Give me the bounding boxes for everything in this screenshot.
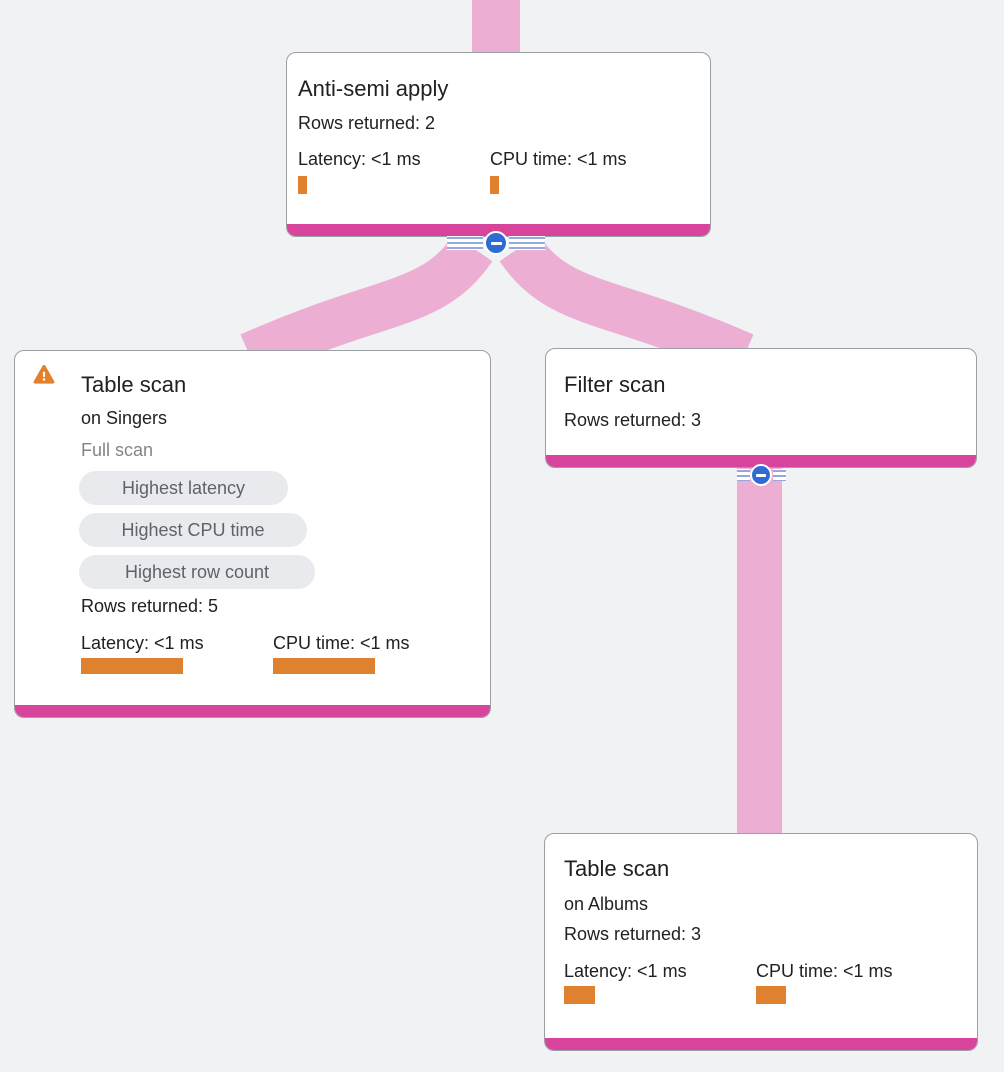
warning-icon [33,365,55,384]
cpu-time-bar [756,986,786,1004]
node-anti-semi-apply[interactable]: Anti-semi apply Rows returned: 2 Latency… [286,52,711,237]
node-accent-bar [546,455,976,467]
latency-label: Latency: <1 ms [81,633,204,653]
rows-returned: Rows returned: 5 [81,596,219,616]
rows-returned: Rows returned: 3 [564,924,702,944]
node-title: Table scan [81,372,187,397]
node-filter-scan[interactable]: Filter scan Rows returned: 3 [545,348,977,468]
node-subtitle: on Singers [81,408,168,428]
node-title: Table scan [564,856,670,881]
node-subtitle: on Albums [564,894,649,914]
metrics-row: Latency: <1 ms CPU time: <1 ms [564,960,961,1004]
badge-list: Highest latency Highest CPU time Highest… [79,471,474,589]
latency-bar [81,658,183,674]
edge-filter-to-table-scan-albums [737,462,782,836]
edge-apply-to-table-scan-singers [240,234,493,378]
edge-apply-to-filter-scan [499,234,754,378]
latency-label: Latency: <1 ms [564,961,687,981]
node-table-scan-albums[interactable]: Table scan on Albums Rows returned: 3 La… [544,833,978,1051]
rows-returned: Rows returned: 3 [564,410,702,430]
rows-returned: Rows returned: 2 [298,113,436,133]
metrics-row: Latency: <1 ms CPU time: <1 ms [298,148,694,194]
latency-bar [298,176,307,194]
badge-highest-latency: Highest latency [79,471,288,505]
edge-stripes-right [773,469,786,481]
metrics-row: Latency: <1 ms CPU time: <1 ms [81,632,474,674]
minus-icon [756,473,766,477]
edge-stripes-left [737,469,750,481]
edge-stripes-left [447,236,483,250]
scan-type-label: Full scan [81,440,154,460]
cpu-time-label: CPU time: <1 ms [273,633,410,653]
node-accent-bar [287,224,710,236]
collapse-circle[interactable] [484,231,508,255]
collapse-button-filter-scan[interactable] [737,464,786,486]
node-accent-bar [545,1038,977,1050]
node-accent-bar [15,705,490,717]
node-title: Filter scan [564,372,666,397]
node-table-scan-singers[interactable]: Table scan on Singers Full scan Highest … [14,350,491,718]
edge-stripes-right [509,236,545,250]
cpu-time-bar [490,176,499,194]
cpu-time-label: CPU time: <1 ms [490,149,627,169]
edge-incoming-top [472,0,520,56]
latency-label: Latency: <1 ms [298,149,421,169]
cpu-time-label: CPU time: <1 ms [756,961,893,981]
collapse-circle[interactable] [750,464,772,486]
collapse-button-anti-semi-apply[interactable] [447,231,545,255]
badge-highest-cpu-time: Highest CPU time [79,513,307,547]
badge-highest-row-count: Highest row count [79,555,315,589]
latency-bar [564,986,595,1004]
cpu-time-bar [273,658,375,674]
node-title: Anti-semi apply [298,76,449,101]
minus-icon [490,241,502,245]
